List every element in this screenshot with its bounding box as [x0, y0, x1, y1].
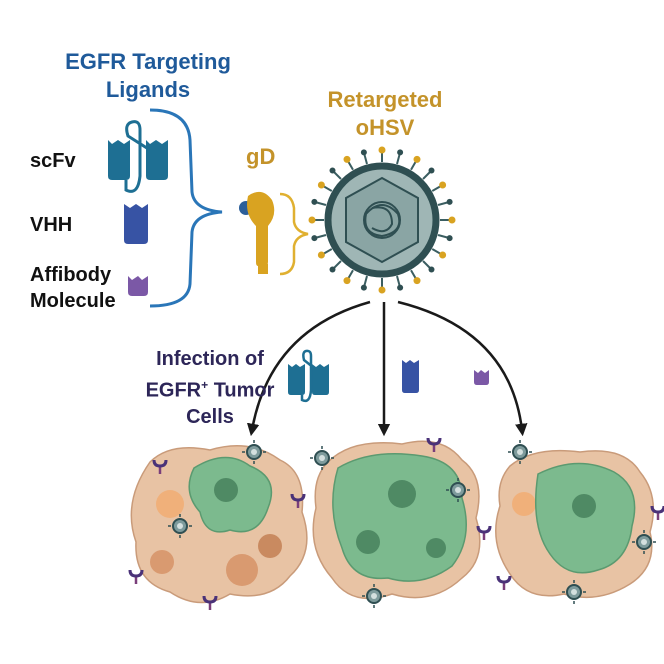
gd-spike-head: [317, 181, 325, 189]
ligands-title-line1: EGFR Targeting: [65, 49, 231, 74]
gd-spike-head: [439, 251, 447, 259]
virion-spikes: [308, 146, 456, 294]
arrow-affibody-icon: [474, 370, 489, 385]
tumor-text: Tumor: [208, 379, 275, 402]
glycoprotein-spike-head: [311, 235, 318, 242]
scfv-icon: [108, 120, 168, 193]
glycoprotein-spike-head: [329, 266, 336, 273]
scfv-label: scFv: [30, 150, 76, 172]
gd-spike-head: [378, 146, 386, 154]
gd-spike-head: [439, 181, 447, 189]
gd-spike-head: [343, 155, 351, 163]
gd-spike-head: [343, 277, 351, 285]
glycoprotein-spike-head: [311, 198, 318, 205]
infection-title-line3: Cells: [186, 405, 234, 428]
glycoprotein-spike-head: [446, 198, 453, 205]
gd-spike-head: [413, 155, 421, 163]
glycoprotein-spike-head: [360, 149, 367, 156]
affibody-label-line1: Affibody: [30, 264, 112, 286]
affibody-label: Affibody Molecule: [30, 262, 116, 314]
virus-title: Retargeted oHSV: [285, 86, 485, 142]
gd-spike-head: [378, 286, 386, 294]
infection-arrows: [246, 300, 528, 437]
gd-spike-head: [413, 277, 421, 285]
tumor-cluster-scfv: [128, 439, 308, 612]
egfr-superscript: +: [201, 378, 209, 392]
gd-spike-head: [308, 216, 316, 224]
glycoprotein-spike-head: [397, 149, 404, 156]
virus-title-line2: oHSV: [355, 115, 415, 140]
affibody-label-line2: Molecule: [30, 290, 116, 312]
glycoprotein-spike-head: [397, 284, 404, 291]
arrow-vhh-icon: [402, 360, 419, 393]
glycoprotein-spike-head: [428, 266, 435, 273]
ligand-bracket: [149, 108, 223, 308]
tumor-cluster-vhh: [309, 436, 492, 609]
gd-spike-head: [317, 251, 325, 259]
gd-bracket: [279, 192, 309, 276]
gd-label: gD: [246, 144, 276, 169]
infection-title-line2: EGFR+ Tumor: [112, 372, 308, 404]
vhh-icon: [124, 204, 148, 244]
egfr-text: EGFR: [145, 379, 202, 402]
glycoprotein-spike-head: [329, 167, 336, 174]
gd-glycoprotein-icon: [239, 191, 275, 274]
ohsv-virion-icon: [324, 162, 440, 278]
gd-spike-head: [448, 216, 456, 224]
ligands-title-line2: Ligands: [105, 77, 191, 102]
infection-title: Infection of EGFR+ Tumor Cells: [112, 346, 308, 430]
virus-title-line1: Retargeted: [327, 87, 443, 112]
glycoprotein-spike-head: [360, 284, 367, 291]
tumor-cluster-affibody: [495, 439, 664, 605]
affibody-icon: [128, 276, 148, 296]
arrow-scfv-icon: [288, 349, 329, 403]
ligands-title: EGFR Targeting Ligands: [38, 48, 258, 104]
vhh-label: VHH: [30, 214, 73, 236]
infection-title-line1: Infection of: [156, 348, 264, 370]
glycoprotein-spike-head: [428, 167, 435, 174]
glycoprotein-spike-head: [446, 235, 453, 242]
